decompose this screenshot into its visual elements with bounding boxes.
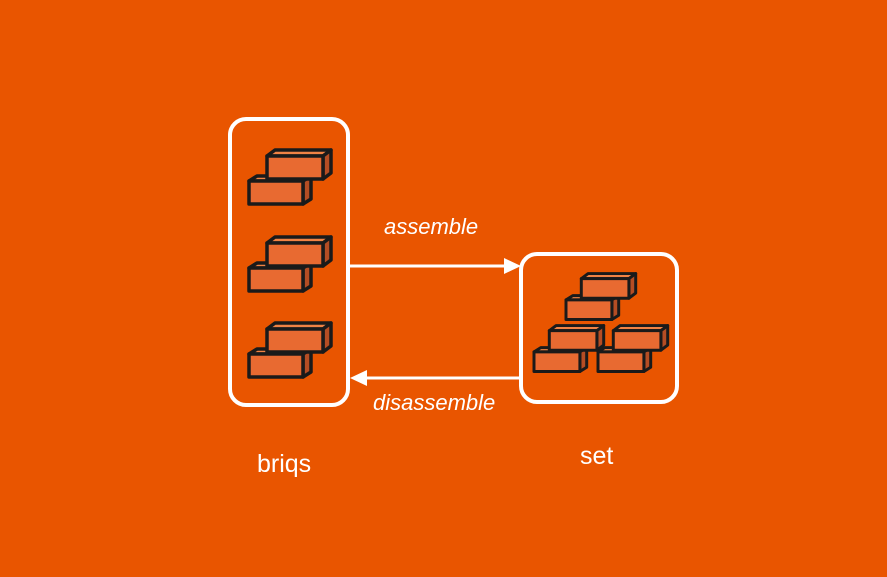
arrowhead-left-icon	[350, 370, 367, 386]
set-label: set	[580, 442, 614, 470]
set-node	[519, 252, 679, 404]
briqs-box	[228, 117, 350, 407]
arrowhead-right-icon	[504, 258, 521, 274]
disassemble-arrow	[350, 370, 519, 386]
disassemble-label: disassemble	[373, 390, 496, 415]
briqs-node	[228, 117, 350, 407]
set-box	[519, 252, 679, 404]
assemble-arrow	[350, 258, 521, 274]
briqs-label: briqs	[257, 450, 312, 478]
assemble-label: assemble	[384, 214, 479, 239]
